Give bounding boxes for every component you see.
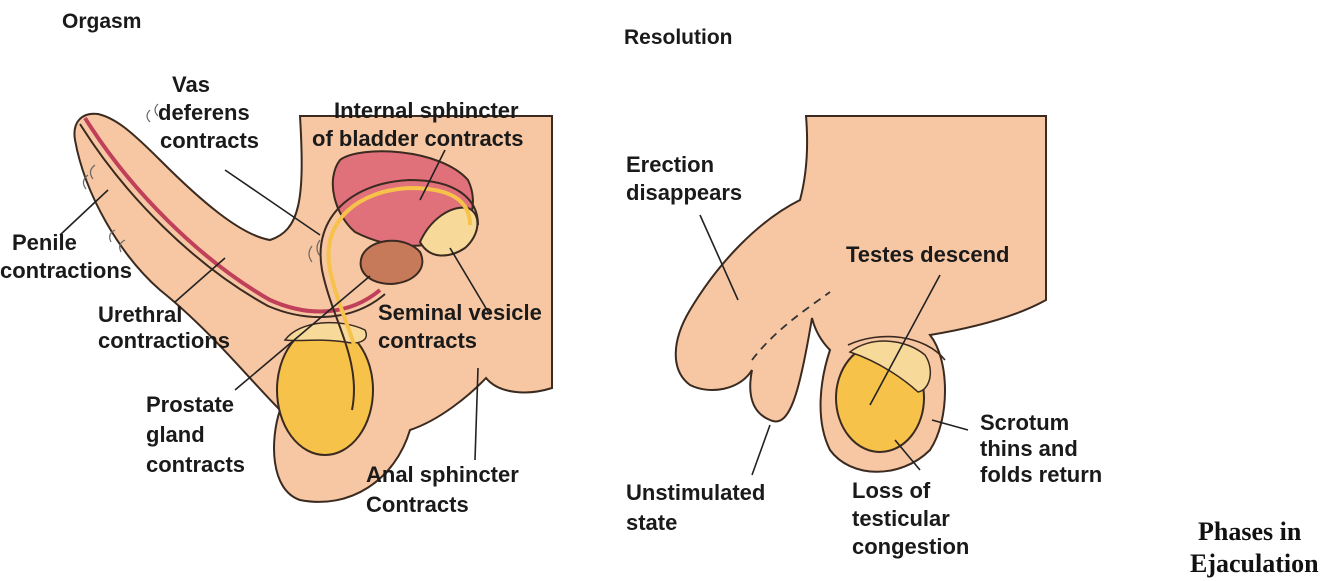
label-prostate: Prostate gland contracts (146, 392, 245, 477)
resolution-panel: Resolution Erection disappears Testes de… (624, 26, 1102, 559)
label-anal-sphincter: Anal sphincter Contracts (366, 462, 525, 517)
label-scrotum: Scrotum thins and folds return (980, 410, 1102, 487)
orgasm-title: Orgasm (62, 10, 141, 33)
label-vas-deferens: Vas deferens contracts (158, 72, 259, 153)
label-unstimulated: Unstimulated state (626, 480, 771, 535)
prostate-shape (361, 241, 423, 284)
label-erection-disappears: Erection disappears (626, 152, 742, 205)
orgasm-panel: Orgasm Vas (0, 10, 552, 517)
figure-caption: Phases in Ejaculation (1190, 517, 1319, 578)
label-penile: Penile contractions (0, 230, 132, 283)
testis-shape (277, 325, 373, 455)
resolution-title: Resolution (624, 26, 733, 49)
label-testes-descend: Testes descend (846, 242, 1009, 267)
label-loss-of-congestion: Loss of testicular congestion (852, 478, 969, 559)
